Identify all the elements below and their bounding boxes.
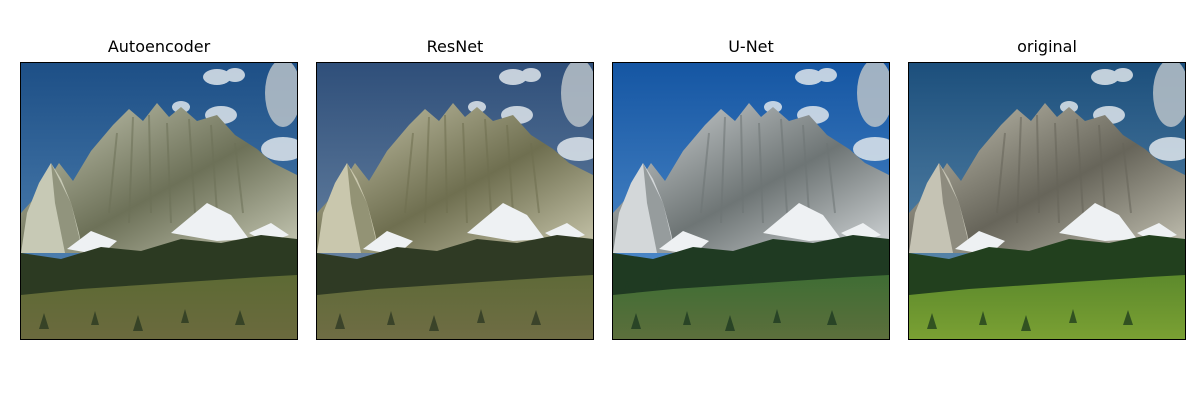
panel-resnet: ResNet	[316, 0, 594, 400]
panel-title: ResNet	[426, 37, 484, 56]
landscape-image	[316, 62, 594, 340]
landscape-image	[612, 62, 890, 340]
landscape-image	[20, 62, 298, 340]
panel-unet: U-Net	[612, 0, 890, 400]
landscape-image	[908, 62, 1186, 340]
panel-title: U-Net	[728, 37, 774, 56]
panel-original: original	[908, 0, 1186, 400]
panel-title: Autoencoder	[107, 37, 211, 56]
mountain-scene	[613, 63, 889, 339]
panel-title: original	[1017, 37, 1077, 56]
panel-autoencoder: Autoencoder	[20, 0, 298, 400]
mountain-scene	[909, 63, 1185, 339]
mountain-scene	[21, 63, 297, 339]
mountain-scene	[317, 63, 593, 339]
